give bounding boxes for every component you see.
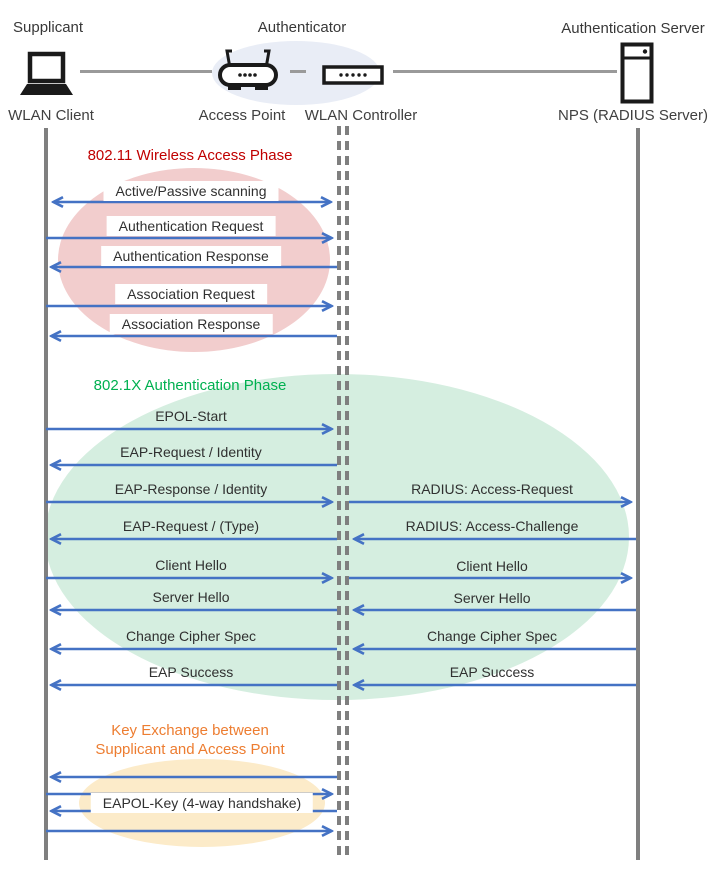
connector-ap-controller [290,70,306,73]
supplicant-lifeline [44,128,48,860]
server-lifeline [636,128,640,860]
phase2-title: 802.1X Authentication Phase [93,377,287,394]
message-label: Active/Passive scanning [103,181,279,201]
access-point-label: Access Point [198,107,286,124]
message-label: Server Hello [453,590,531,606]
controller-lifeline-left-dash [337,126,341,855]
message-label: EAP Success [148,664,234,680]
message-label: EAP-Request / Identity [120,444,262,460]
message-label: EPOL-Start [155,408,227,424]
authenticator-role-label: Authenticator [257,19,347,36]
nps-server-label: NPS (RADIUS Server) [557,107,709,124]
auth-server-role-label: Authentication Server [561,20,705,37]
message-label: Association Response [109,314,273,334]
controller-lifeline-right-dash [345,126,349,855]
message-label: Association Request [115,284,267,304]
message-label: EAPOL-Key (4-way handshake) [90,793,314,813]
connector-client-ap [80,70,212,73]
message-label: Change Cipher Spec [427,628,557,644]
message-label: RADIUS: Access-Challenge [405,518,579,534]
message-label: Client Hello [155,557,227,573]
server-icon [620,42,654,104]
wlan-controller-icon [322,65,384,85]
wlan-client-label: WLAN Client [8,107,94,124]
message-label: Authentication Response [101,246,281,266]
connector-controller-server [393,70,617,73]
phase3-title-line1: Key Exchange between [111,722,269,739]
wlan-controller-label: WLAN Controller [304,107,418,124]
message-label: EAP-Response / Identity [114,481,268,497]
message-label: Client Hello [456,558,528,574]
phase3-title-line2: Supplicant and Access Point [95,741,285,758]
supplicant-role-label: Supplicant [13,19,84,36]
message-label: Server Hello [152,589,230,605]
message-label: EAP-Request / (Type) [122,518,260,534]
access-point-icon [218,49,278,90]
message-label: EAP Success [449,664,535,680]
message-label: Authentication Request [106,216,276,236]
message-label: RADIUS: Access-Request [411,481,573,497]
laptop-icon [20,51,73,95]
phase1-title: 802.11 Wireless Access Phase [87,147,293,164]
message-label: Change Cipher Spec [126,628,256,644]
